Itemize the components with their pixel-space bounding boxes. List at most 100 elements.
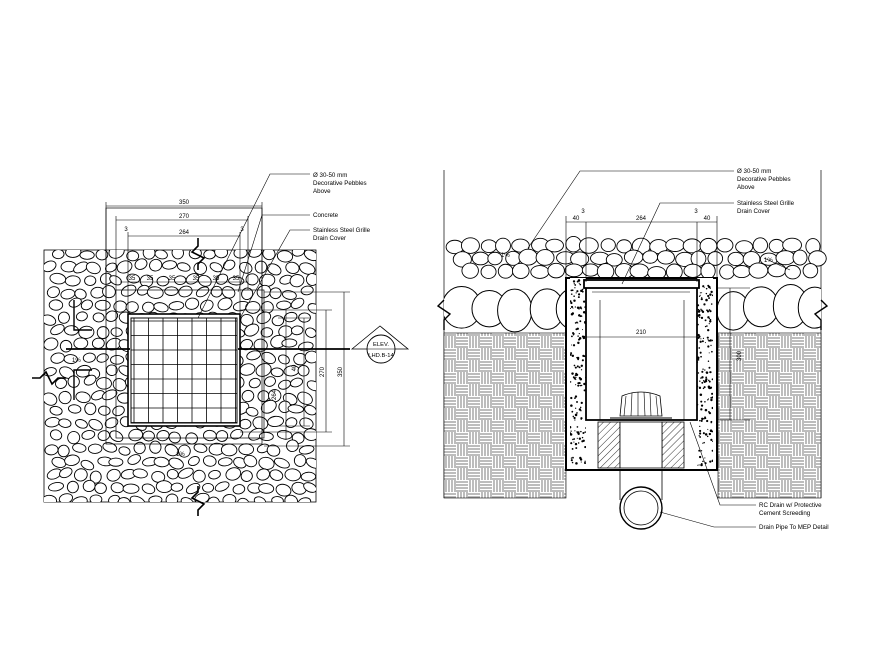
pebble bbox=[307, 303, 316, 314]
pebble bbox=[153, 302, 169, 313]
pebble bbox=[97, 430, 111, 441]
plan-note-concrete: Concrete bbox=[313, 212, 339, 219]
pebble bbox=[530, 265, 550, 279]
pebble bbox=[142, 430, 155, 442]
section-gravel-right bbox=[718, 284, 821, 331]
pebble bbox=[487, 251, 503, 266]
pebble bbox=[83, 374, 97, 386]
pebble bbox=[95, 250, 109, 261]
pebble bbox=[162, 260, 177, 270]
pebble bbox=[283, 311, 298, 323]
pebble bbox=[241, 389, 255, 403]
pebble bbox=[303, 428, 316, 441]
pebble bbox=[156, 275, 170, 287]
pebble bbox=[518, 248, 538, 266]
elevation-tag-label: ELEV. bbox=[373, 342, 389, 348]
pebble bbox=[545, 238, 564, 253]
pebble bbox=[511, 262, 530, 279]
pebble bbox=[134, 258, 148, 270]
plan-dim-264-vertical: 264 bbox=[272, 389, 278, 400]
pebble bbox=[84, 275, 97, 286]
pebble bbox=[245, 273, 259, 286]
pebble bbox=[300, 471, 316, 482]
pebble bbox=[78, 325, 95, 339]
pebble bbox=[802, 263, 819, 279]
pebble bbox=[656, 250, 675, 265]
pebble bbox=[683, 263, 703, 278]
pebble bbox=[108, 457, 124, 467]
pebble bbox=[269, 469, 284, 481]
pebble bbox=[290, 325, 304, 336]
plan-dim-35-1: 35 bbox=[129, 276, 136, 282]
pebble bbox=[58, 418, 72, 428]
pebble bbox=[96, 377, 112, 390]
pebble bbox=[240, 470, 253, 482]
section-slope-label-left: 1% bbox=[501, 253, 510, 259]
pebble bbox=[112, 405, 125, 417]
plan-dim-350-vertical: 350 bbox=[338, 366, 344, 377]
section-gravel-left bbox=[444, 286, 566, 333]
pebble bbox=[784, 264, 801, 280]
pebble bbox=[290, 297, 305, 310]
pebble bbox=[260, 327, 274, 338]
pebble bbox=[210, 285, 223, 298]
section-note-rc-2: Cement Screeding bbox=[759, 510, 811, 517]
pebble bbox=[126, 273, 141, 284]
pebble bbox=[460, 237, 480, 254]
plan-dim-40: 40 bbox=[292, 364, 298, 371]
pebble bbox=[214, 250, 229, 259]
drain-section-view: 264 3 3 40 40 210 300 Ø 30-50 mm Decorat… bbox=[436, 168, 829, 531]
pebble bbox=[110, 354, 125, 365]
elevation-tag-ref: LHD.B-14 bbox=[368, 353, 394, 359]
pebble bbox=[223, 259, 236, 271]
pebble bbox=[246, 350, 261, 361]
pebble bbox=[113, 300, 128, 313]
pebble bbox=[65, 250, 82, 258]
pebble bbox=[132, 468, 148, 479]
section-top-pebbles bbox=[445, 236, 827, 281]
pebble bbox=[289, 274, 305, 288]
pebble bbox=[185, 483, 201, 495]
section-dim-210: 210 bbox=[636, 330, 647, 336]
pebble bbox=[304, 350, 316, 364]
pebble bbox=[271, 315, 285, 327]
pebble bbox=[768, 238, 785, 254]
pebble bbox=[50, 352, 65, 364]
boulder bbox=[797, 286, 821, 329]
pebble bbox=[248, 250, 263, 258]
pebble bbox=[284, 494, 299, 502]
pebble bbox=[217, 457, 233, 467]
plan-slope-corner-1 bbox=[73, 300, 92, 331]
pebble bbox=[92, 312, 105, 323]
pebble bbox=[274, 457, 290, 469]
pebble bbox=[243, 454, 258, 468]
section-drain-pipe-inner bbox=[623, 490, 659, 526]
section-screed-left bbox=[597, 421, 621, 469]
pebble bbox=[49, 405, 63, 416]
pebble bbox=[732, 265, 751, 279]
pebble bbox=[767, 263, 787, 278]
pebble bbox=[68, 404, 82, 414]
pebble bbox=[202, 455, 217, 467]
pebble bbox=[225, 467, 242, 481]
pebble bbox=[168, 301, 185, 311]
section-break-right bbox=[813, 299, 829, 330]
pebble bbox=[185, 297, 200, 310]
pebble bbox=[88, 418, 103, 431]
pebble bbox=[578, 237, 599, 254]
section-screed-right bbox=[661, 421, 685, 469]
plan-slope-label: 1% bbox=[72, 358, 81, 364]
pebble bbox=[297, 364, 310, 377]
plan-dim-350: 350 bbox=[179, 200, 190, 206]
pebble bbox=[57, 444, 70, 458]
pebble bbox=[154, 250, 168, 260]
pebble bbox=[44, 392, 58, 406]
pebble bbox=[58, 390, 72, 405]
pebble bbox=[75, 391, 91, 404]
pebble bbox=[94, 482, 107, 495]
section-concrete-left bbox=[570, 279, 586, 465]
pebble bbox=[233, 457, 247, 469]
pebble bbox=[792, 249, 808, 266]
pebble bbox=[82, 352, 96, 363]
section-outlet bbox=[619, 421, 663, 469]
